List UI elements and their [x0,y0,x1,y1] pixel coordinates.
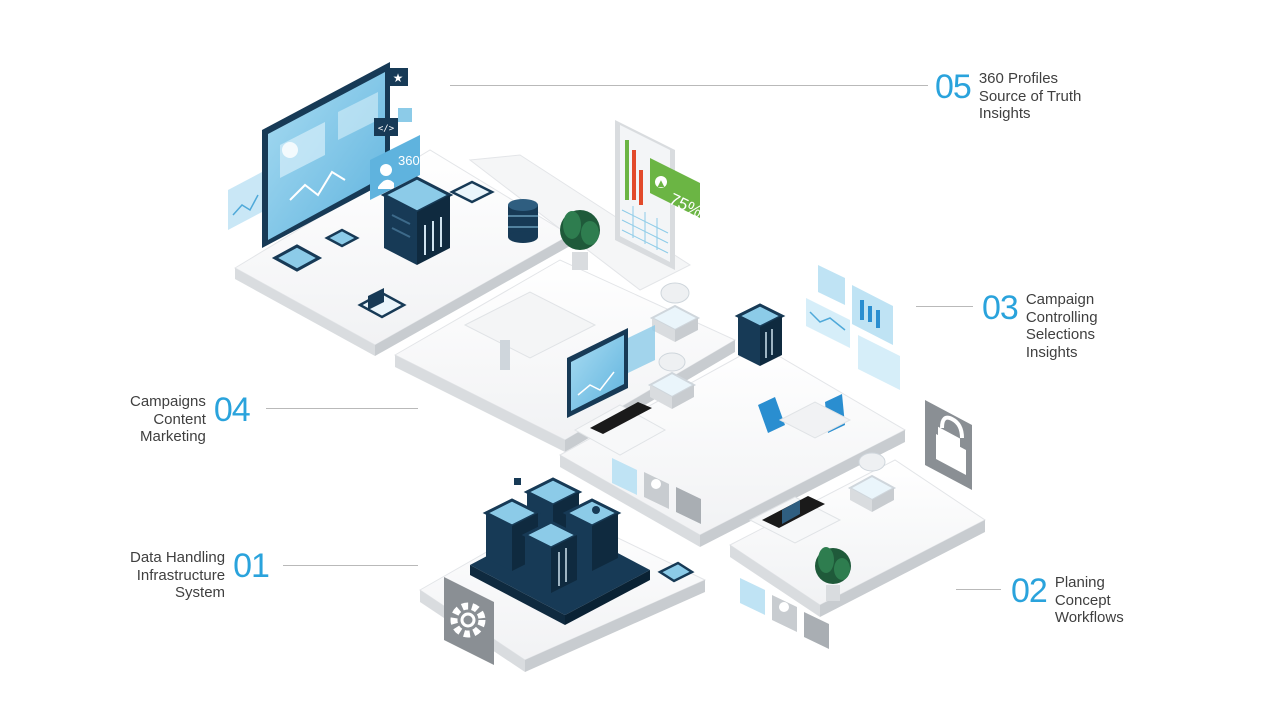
database-icon [508,199,538,243]
user-icon [772,595,797,632]
cloud-icon [858,452,886,472]
gear-icon [444,577,494,665]
meeting-table [463,291,597,370]
leader-line-04 [266,408,418,409]
callout-number: 04 [213,391,251,429]
leader-line-05 [450,85,928,86]
lock-icon [612,458,637,495]
workstation-monitor [567,328,628,418]
callout-01: 01 Data Handling Infrastructure System [130,547,270,602]
callout-number: 02 [1011,572,1048,610]
leader-line-02 [956,589,1001,590]
arrow-up-icon: ▲ [658,179,665,189]
callout-03: 03 Campaign Controlling Selections Insig… [982,291,1098,361]
analytics-tablet [615,120,675,270]
office-chair [758,394,852,439]
callout-text: Data Handling Infrastructure System [130,549,226,601]
star-icon: ★ [388,68,408,86]
callout-02: 02 Planing Concept Workflows [1011,574,1124,627]
profile-360-badge: 360° [370,135,425,200]
callout-number: 05 [935,68,972,106]
security-tiles [612,458,829,649]
callout-number: 03 [982,289,1019,327]
lock-icon [925,400,972,490]
server-rack [380,176,454,265]
floating-chart-panel [228,172,262,230]
cloud-icon [660,282,690,304]
user-icon [644,472,669,509]
svg-text:</>: </> [378,124,395,134]
cloud-pod [647,352,697,409]
callout-04: 04 Campaigns Content Marketing [130,391,251,446]
cloud-icon [658,352,686,372]
callout-text: Campaign Controlling Selections Insights [1025,291,1098,361]
laptop-desk [748,496,842,544]
lock-icon [740,578,765,615]
callout-text: Campaigns Content Marketing [130,393,206,445]
platform-bottom-right [729,459,986,617]
server-rack [734,303,786,366]
fingerprint-icon [804,612,829,649]
callout-number: 01 [233,547,270,585]
leader-line-03 [916,306,973,307]
fingerprint-icon [676,487,701,524]
plant-icon [815,547,851,601]
bar-chart-icon [806,265,900,390]
side-panel [628,325,655,373]
cloud-pod [649,282,701,342]
callout-text: Planing Concept Workflows [1054,574,1124,626]
laptop-icon [357,288,407,319]
plant-icon [560,210,600,270]
cloud-pod [847,452,897,512]
code-tag-icon: </> [374,108,412,136]
device-pad [271,180,495,272]
svg-text:★: ★ [393,71,404,85]
dashboard-monitor [262,62,390,248]
callout-text: 360 Profiles Source of Truth Insights [978,70,1082,122]
leader-line-01 [283,565,418,566]
keyboard-desk [573,402,667,456]
callout-05: 05 360 Profiles Source of Truth Insights [935,70,1081,123]
server-cluster [470,477,695,625]
svg-text:360°: 360° [398,153,425,168]
